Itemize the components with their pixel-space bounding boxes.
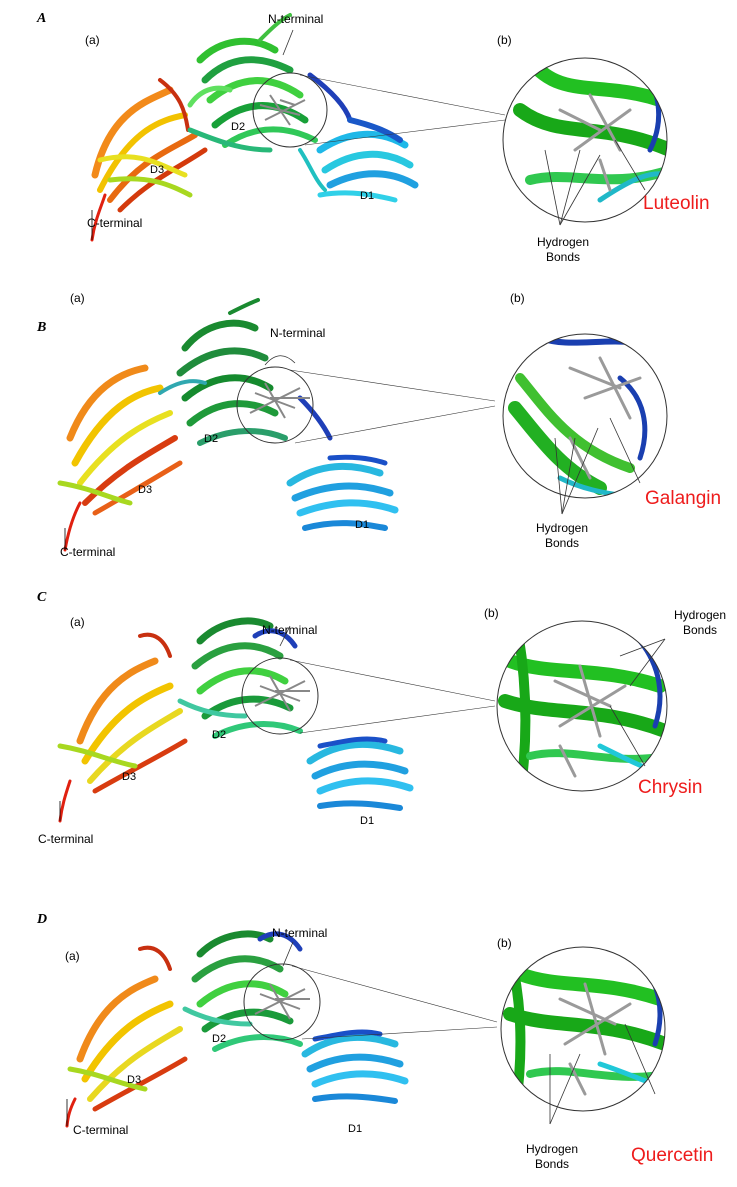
d2-label: D2 bbox=[212, 729, 227, 741]
domain-d3-ribbon bbox=[90, 78, 208, 242]
ligand-label: Quercetin bbox=[631, 1145, 714, 1166]
domain-d1-ribbon bbox=[298, 72, 419, 203]
binding-site-circle bbox=[252, 72, 328, 148]
c-terminal-label: C-terminal bbox=[38, 832, 94, 846]
hb-line-1: Hydrogen bbox=[535, 521, 589, 535]
d1-label: D1 bbox=[355, 519, 370, 531]
d2-label: D2 bbox=[212, 1033, 227, 1045]
sub-label-a: (a) bbox=[70, 615, 85, 629]
domain-d2-ribbon bbox=[182, 930, 303, 1052]
domain-d1-ribbon bbox=[252, 628, 414, 811]
d2-label: D2 bbox=[231, 121, 246, 133]
zoom-view bbox=[496, 620, 668, 792]
d2-label: D2 bbox=[204, 433, 219, 445]
ligand-molecule bbox=[249, 382, 310, 419]
d3-label: D3 bbox=[138, 484, 153, 496]
sub-label-a: (a) bbox=[65, 949, 80, 963]
domain-d2-ribbon bbox=[187, 13, 318, 153]
domain-d3-ribbon bbox=[65, 945, 188, 1128]
hb-line-2: Bonds bbox=[682, 623, 718, 637]
panel-b: B (a) (b) N-terminal C-terminal D1 D2 D3… bbox=[0, 288, 737, 578]
n-terminal-label: N-terminal bbox=[268, 12, 324, 26]
panel-label: C bbox=[37, 590, 47, 605]
hydrogen-bonds-label: Hydrogen Bonds bbox=[665, 608, 735, 638]
domain-d2-ribbon bbox=[158, 298, 288, 446]
panel-label: D bbox=[37, 912, 48, 927]
sub-label-a: (a) bbox=[85, 33, 100, 47]
hb-line-1: Hydrogen bbox=[525, 1142, 579, 1156]
sub-label-b: (b) bbox=[497, 936, 512, 950]
hb-line-1: Hydrogen bbox=[673, 608, 727, 622]
n-terminal-label: N-terminal bbox=[262, 623, 318, 637]
ligand-label: Galangin bbox=[645, 488, 722, 509]
sub-label-b: (b) bbox=[484, 606, 499, 620]
domain-d1-ribbon bbox=[257, 931, 409, 1104]
hydrogen-bonds-label: Hydrogen Bonds bbox=[528, 235, 598, 265]
n-terminal-label: N-terminal bbox=[272, 926, 328, 940]
d1-label: D1 bbox=[360, 815, 375, 827]
binding-site-circle bbox=[241, 657, 319, 735]
d3-label: D3 bbox=[122, 771, 137, 783]
hb-line-2: Bonds bbox=[534, 1157, 570, 1171]
panel-c: C (a) (b) N-terminal C-terminal D1 D2 D3… bbox=[0, 586, 737, 886]
domain-d3-ribbon bbox=[57, 364, 183, 552]
binding-site-circle bbox=[236, 366, 314, 444]
hb-line-2: Bonds bbox=[545, 250, 581, 264]
hydrogen-bonds-label: Hydrogen Bonds bbox=[512, 1142, 592, 1172]
c-terminal-label: C-terminal bbox=[60, 545, 116, 559]
c-terminal-label: C-terminal bbox=[87, 216, 143, 230]
panel-label: A bbox=[37, 11, 47, 26]
ligand-molecule bbox=[259, 94, 306, 126]
domain-d1-ribbon bbox=[286, 395, 399, 531]
zoom-view bbox=[500, 946, 666, 1112]
sub-label-a: (a) bbox=[70, 291, 85, 305]
c-terminal-label: C-terminal bbox=[73, 1123, 129, 1137]
domain-d2-ribbon bbox=[177, 617, 303, 739]
d3-label: D3 bbox=[127, 1074, 142, 1086]
ligand-label: Luteolin bbox=[643, 193, 710, 214]
hb-line-2: Bonds bbox=[544, 536, 580, 550]
hb-line-1: Hydrogen bbox=[536, 235, 590, 249]
panel-c-figure bbox=[57, 617, 668, 823]
panel-a: A (a) (b) N-terminal C-terminal D1 D2 D3… bbox=[0, 0, 737, 290]
ligand-molecule bbox=[254, 983, 310, 1020]
panel-label: B bbox=[37, 320, 47, 335]
d3-label: D3 bbox=[150, 164, 165, 176]
panel-d: D (a) (b) N-terminal C-terminal D1 D2 D3… bbox=[0, 894, 737, 1187]
zoom-view bbox=[502, 333, 668, 499]
ligand-molecule bbox=[254, 675, 310, 712]
domain-d3-ribbon bbox=[57, 632, 188, 823]
zoom-view bbox=[502, 57, 668, 223]
sub-label-b: (b) bbox=[510, 291, 525, 305]
panel-a-figure bbox=[90, 13, 668, 242]
panel-d-figure bbox=[65, 930, 666, 1128]
ligand-label: Chrysin bbox=[638, 777, 703, 798]
d1-label: D1 bbox=[348, 1123, 363, 1135]
sub-label-b: (b) bbox=[497, 33, 512, 47]
panel-b-figure bbox=[57, 298, 668, 552]
binding-site-circle bbox=[243, 963, 321, 1041]
hydrogen-bonds-label: Hydrogen Bonds bbox=[522, 521, 602, 551]
n-terminal-label: N-terminal bbox=[270, 326, 326, 340]
d1-label: D1 bbox=[360, 190, 375, 202]
